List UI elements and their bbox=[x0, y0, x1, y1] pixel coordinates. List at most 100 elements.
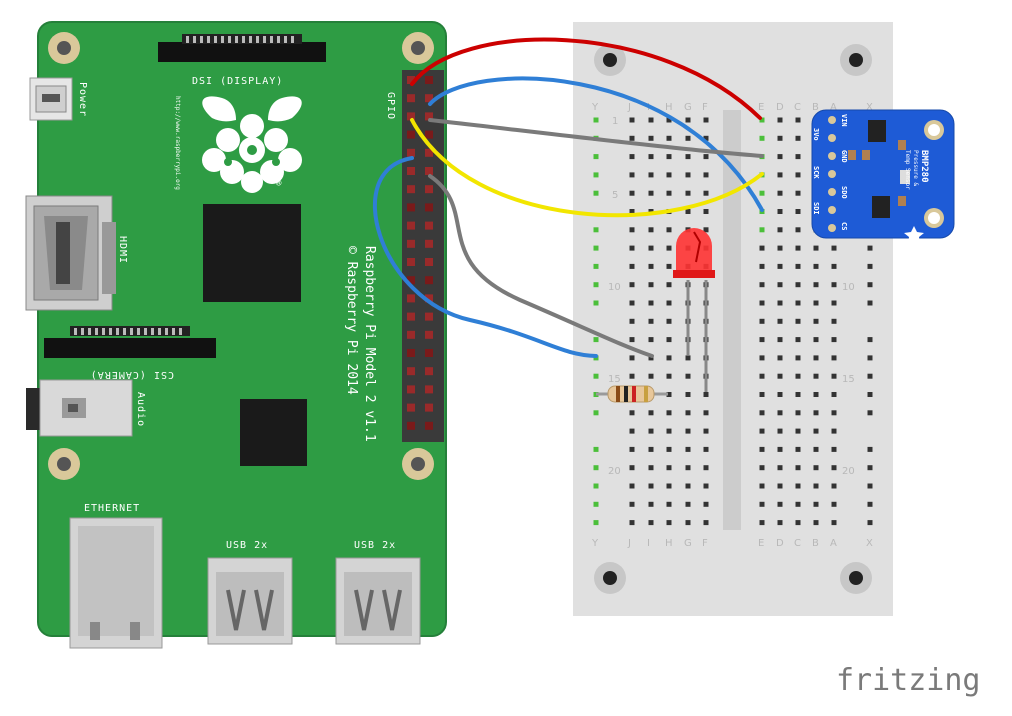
audio-label: Audio bbox=[135, 392, 146, 427]
breadboard-hole bbox=[795, 465, 801, 471]
breadboard-hole bbox=[703, 172, 709, 178]
breadboard-hole bbox=[593, 337, 599, 343]
breadboard-hole bbox=[831, 428, 837, 434]
csi-label: CSI (CAMERA) bbox=[90, 369, 174, 380]
breadboard-hole bbox=[813, 446, 819, 452]
breadboard-hole bbox=[703, 227, 709, 233]
breadboard-hole bbox=[703, 135, 709, 141]
breadboard-hole bbox=[685, 117, 691, 123]
sensor-pin-cs: CS bbox=[840, 222, 848, 230]
breadboard-hole bbox=[867, 282, 873, 288]
breadboard-hole bbox=[759, 282, 765, 288]
breadboard-hole bbox=[703, 483, 709, 489]
svg-text:20: 20 bbox=[842, 466, 855, 477]
fritzing-logo: fritzing bbox=[836, 663, 981, 698]
gpio-pin bbox=[407, 258, 415, 266]
breadboard-hole bbox=[685, 355, 691, 361]
breadboard-hole bbox=[685, 209, 691, 214]
svg-text:10: 10 bbox=[608, 282, 621, 293]
breadboard-hole bbox=[648, 190, 654, 196]
gpio-label: GPIO bbox=[385, 92, 396, 120]
breadboard-hole bbox=[666, 465, 672, 471]
breadboard-hole bbox=[795, 501, 801, 507]
svg-text:F: F bbox=[702, 102, 708, 113]
dsi-connector bbox=[158, 34, 326, 62]
breadboard-hole bbox=[777, 227, 783, 233]
svg-text:1: 1 bbox=[612, 116, 618, 127]
svg-text:B: B bbox=[812, 102, 819, 113]
breadboard-hole bbox=[759, 318, 765, 324]
breadboard-hole bbox=[777, 373, 783, 379]
breadboard-hole bbox=[666, 392, 672, 397]
breadboard-hole bbox=[666, 373, 672, 379]
resistor bbox=[596, 385, 668, 403]
hdmi-label: HDMI bbox=[117, 236, 128, 264]
breadboard-hole bbox=[629, 483, 635, 489]
gpio-pin bbox=[425, 94, 433, 103]
usb2-label: USB 2x bbox=[354, 540, 396, 551]
breadboard-hole bbox=[648, 446, 654, 452]
breadboard-hole bbox=[831, 483, 837, 489]
breadboard-hole bbox=[593, 117, 599, 123]
breadboard-hole bbox=[593, 227, 599, 233]
breadboard-center-channel bbox=[723, 110, 741, 530]
breadboard-hole bbox=[666, 135, 672, 141]
breadboard-hole bbox=[666, 355, 672, 361]
gpio-pin bbox=[425, 185, 433, 194]
breadboard-hole bbox=[666, 520, 672, 526]
registered-mark: ® bbox=[276, 179, 282, 189]
breadboard-hole bbox=[685, 373, 691, 379]
breadboard-hole bbox=[593, 465, 599, 471]
breadboard-hole bbox=[629, 209, 635, 214]
usb-port-2 bbox=[335, 557, 421, 645]
breadboard-hole bbox=[795, 154, 801, 160]
breadboard-hole bbox=[795, 355, 801, 361]
breadboard-hole bbox=[759, 263, 765, 269]
usb1-label: USB 2x bbox=[226, 540, 268, 551]
breadboard-hole bbox=[629, 117, 635, 123]
wire-gray-1 bbox=[428, 118, 764, 158]
breadboard-hole bbox=[867, 373, 873, 379]
wire-yellow bbox=[410, 118, 764, 218]
breadboard-hole bbox=[813, 410, 819, 416]
gpio-pin bbox=[407, 403, 415, 412]
breadboard-hole bbox=[831, 392, 837, 397]
breadboard-hole bbox=[703, 446, 709, 452]
star-icon bbox=[904, 226, 924, 244]
breadboard-hole bbox=[867, 300, 873, 306]
hdmi-port bbox=[25, 195, 116, 311]
breadboard-hole bbox=[777, 446, 783, 452]
wires bbox=[373, 37, 764, 358]
svg-text:D: D bbox=[776, 102, 784, 113]
breadboard-hole bbox=[777, 209, 783, 214]
svg-text:10: 10 bbox=[842, 282, 855, 293]
gpio-pin bbox=[407, 130, 415, 139]
usb-port-1 bbox=[207, 557, 293, 645]
breadboard-hole bbox=[666, 318, 672, 324]
sensor-pin-vin: VIN bbox=[840, 114, 848, 127]
svg-text:X: X bbox=[866, 102, 873, 113]
svg-text:A: A bbox=[830, 538, 837, 549]
breadboard-hole bbox=[629, 318, 635, 324]
breadboard-hole bbox=[831, 465, 837, 471]
breadboard-hole bbox=[629, 227, 635, 233]
breadboard-hole bbox=[813, 355, 819, 361]
gpio-pin bbox=[407, 185, 415, 194]
breadboard-hole bbox=[666, 117, 672, 123]
row-numbers-left: 1 5 10 15 20 bbox=[608, 116, 621, 477]
svg-text:J: J bbox=[627, 538, 631, 549]
svg-text:20: 20 bbox=[608, 466, 621, 477]
breadboard-hole bbox=[759, 373, 765, 379]
sensor-subtitle-1: Pressure & bbox=[912, 150, 919, 187]
breadboard-hole bbox=[759, 337, 765, 343]
sensor-pins bbox=[828, 116, 836, 232]
wire-red bbox=[410, 37, 762, 120]
breadboard-hole bbox=[831, 337, 837, 343]
svg-text:E: E bbox=[758, 538, 764, 549]
breadboard-hole bbox=[685, 410, 691, 416]
soc-chip bbox=[203, 204, 301, 302]
breadboard-hole bbox=[593, 300, 599, 306]
breadboard-screw-top-left bbox=[594, 44, 626, 76]
breadboard-hole bbox=[777, 190, 783, 196]
breadboard-hole bbox=[759, 483, 765, 489]
